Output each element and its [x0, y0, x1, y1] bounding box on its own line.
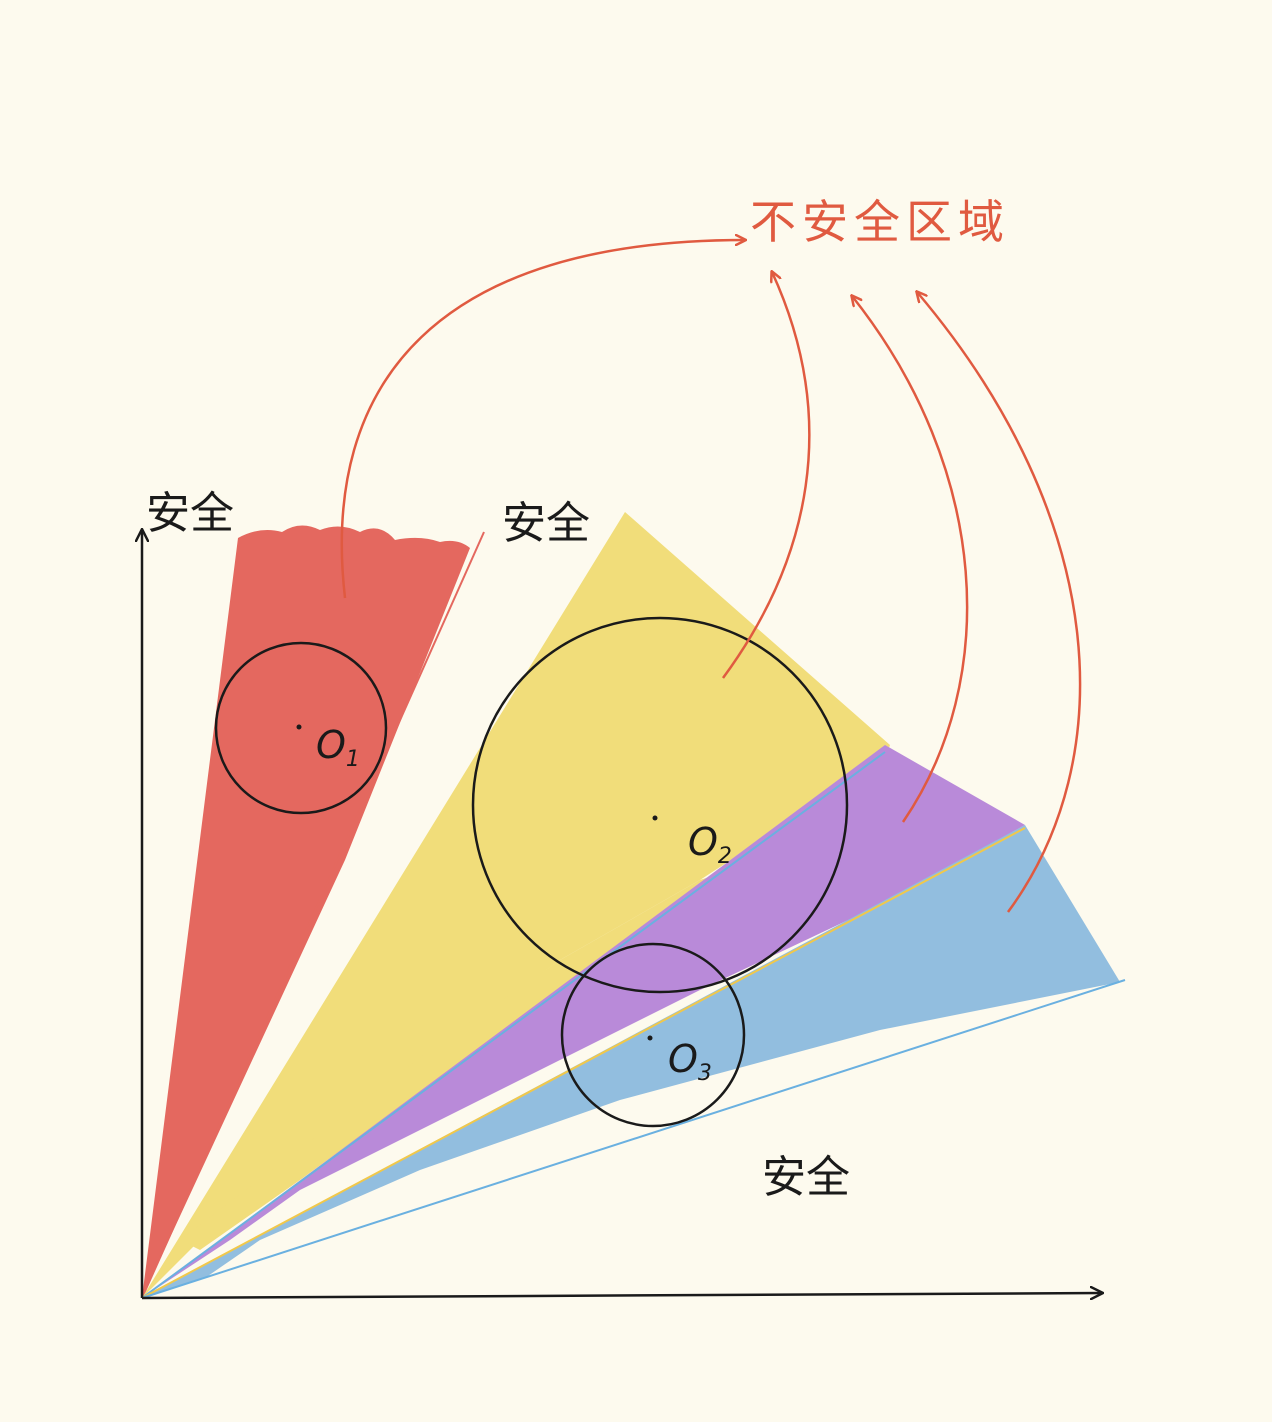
- circle-o3: [560, 942, 746, 1128]
- label-o2: O2: [688, 820, 732, 869]
- purple-unsafe-cone: [142, 745, 1025, 1298]
- purple-blue-boundary: [141, 827, 1026, 1299]
- blue-unsafe-cone: [142, 825, 1120, 1298]
- blue-lower-boundary: [141, 979, 1126, 1299]
- arrow-from-purple-cone: [852, 296, 969, 823]
- safe-label-top-left: 安全: [146, 488, 234, 539]
- arrow-from-blue-cone: [917, 292, 1082, 913]
- center-dot-o1: [296, 724, 302, 730]
- yellow-purple-boundary: [141, 751, 886, 1299]
- red-cone-edge: [141, 531, 485, 1299]
- arrow-from-red-cone: [340, 240, 745, 599]
- arrow-from-yellow-cone: [721, 272, 811, 679]
- safe-label-bottom-right: 安全: [762, 1152, 850, 1203]
- center-dot-o2: [652, 815, 658, 821]
- yellow-unsafe-cone: [142, 512, 890, 1298]
- center-dot-o3: [647, 1035, 653, 1041]
- red-unsafe-cone: [142, 525, 470, 1298]
- circle-o2: [471, 616, 849, 994]
- unsafe-region-label: 不安全区域: [750, 195, 1010, 249]
- circle-o1: [214, 641, 388, 815]
- label-o1: O1: [316, 723, 360, 772]
- label-o3: O3: [668, 1037, 712, 1086]
- safe-label-top-mid: 安全: [502, 498, 590, 549]
- x-axis: [141, 1293, 1102, 1298]
